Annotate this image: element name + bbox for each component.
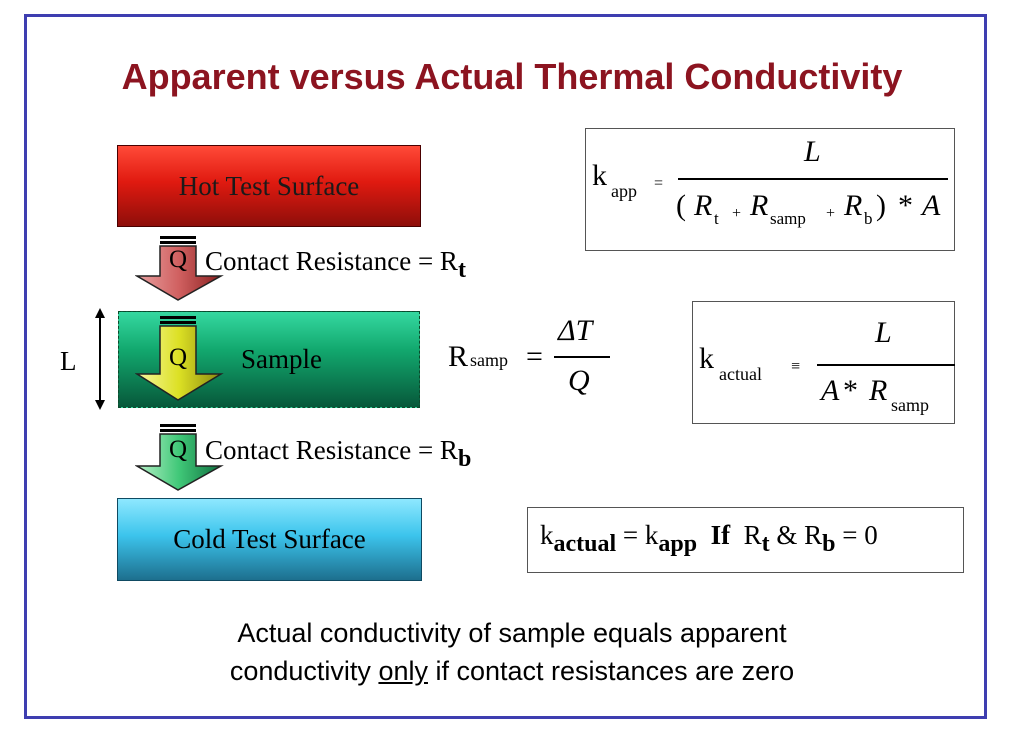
r-samp-lhs: R [448,340,469,373]
k-app-equals: = [654,175,664,192]
k-app-den-open: ( [676,189,686,222]
k-app-rb-sub: b [864,209,873,228]
equation-condition: kactual = kapp If Rt & Rb = 0 [527,507,964,573]
contact-resistance-bottom-text: Contact Resistance = R [205,435,458,465]
heat-flow-q-bottom: Q [168,436,188,463]
condition-zero: = 0 [842,520,878,550]
conclusion-line-1: Actual conductivity of sample equals app… [237,618,787,648]
cold-test-surface: Cold Test Surface [117,498,422,581]
k-app-times: * [898,189,913,222]
k-app-plus-2: + [826,205,836,222]
k-app-fraction-line [678,178,948,180]
hot-test-surface-label: Hot Test Surface [178,170,360,201]
k-actual-fraction-line [817,364,955,366]
equation-r-samp: R samp = ΔT Q [448,312,618,412]
k-app-lhs-sub: app [611,181,637,201]
conclusion-line-2: conductivity only if contact resistances… [0,652,1024,690]
k-actual-den-times: * [843,374,858,407]
condition-rb-sub: b [822,531,836,557]
conclusion-text: Actual conductivity of sample equals app… [0,614,1024,690]
k-app-lhs: k [592,159,607,192]
heat-flow-arrow-bottom-icon [135,424,224,491]
contact-resistance-bottom: Contact Resistance = Rb [205,435,471,473]
k-actual-equiv: ≡ [791,358,801,375]
sample-label: Sample [241,344,322,374]
conclusion-line-2-post: if contact resistances are zero [427,656,795,686]
equation-k-app: k app = L ( R t + R samp + R b ) * A [585,128,955,251]
condition-amp: & [776,520,798,550]
condition-equals: = [622,520,639,550]
k-actual-den-area: A [821,374,840,407]
heat-flow-q-top: Q [168,246,188,273]
condition-rb: R [804,520,823,550]
condition-if: If [710,520,731,550]
k-app-numerator: L [804,135,821,168]
length-label: L [60,346,77,376]
equation-k-actual: k actual ≡ L A * R samp [692,301,955,424]
k-actual-numerator: L [875,316,892,349]
heat-flow-arrow-top-icon [135,236,224,301]
conclusion-line-2-pre: conductivity [229,656,379,686]
condition-k-actual-sub: actual [553,531,617,557]
k-app-rt-sub: t [714,209,719,228]
k-app-rt: R [694,189,713,222]
contact-resistance-top: Contact Resistance = Rt [205,246,466,284]
length-double-arrow-icon [95,308,105,410]
contact-resistance-bottom-sub: b [457,446,472,472]
r-samp-numerator: ΔT [558,314,593,347]
slide-title: Apparent versus Actual Thermal Conductiv… [121,56,903,97]
k-actual-lhs-sub: actual [719,364,762,384]
slide-frame [24,14,987,719]
k-app-plus-1: + [732,205,742,222]
k-app-den-close: ) [876,189,886,222]
condition-k-actual: k [540,520,554,550]
condition-text: kactual = kapp If Rt & Rb = 0 [540,520,878,558]
r-samp-denominator: Q [568,364,590,397]
cold-test-surface-label: Cold Test Surface [173,524,366,554]
condition-rt-sub: t [761,531,770,557]
k-actual-lhs: k [699,342,714,375]
r-samp-lhs-sub: samp [470,350,508,370]
condition-k-app-sub: app [658,531,698,557]
contact-resistance-top-sub: t [457,257,466,283]
k-app-area: A [922,189,941,222]
condition-rt: R [743,520,762,550]
k-app-rsamp: R [750,189,769,222]
k-app-rb: R [844,189,863,222]
heat-flow-arrow-middle-icon [135,316,224,401]
condition-k-app: k [644,520,659,550]
contact-resistance-top-text: Contact Resistance = R [205,246,458,276]
conclusion-line-2-underlined: only [378,656,428,686]
heat-flow-q-middle: Q [168,344,188,371]
r-samp-equals: = [526,340,543,373]
k-actual-den-r-sub: samp [891,395,929,415]
k-app-rsamp-sub: samp [770,209,806,228]
k-actual-den-r: R [869,374,888,407]
hot-test-surface: Hot Test Surface [117,145,421,227]
r-samp-fraction-line [554,356,610,358]
